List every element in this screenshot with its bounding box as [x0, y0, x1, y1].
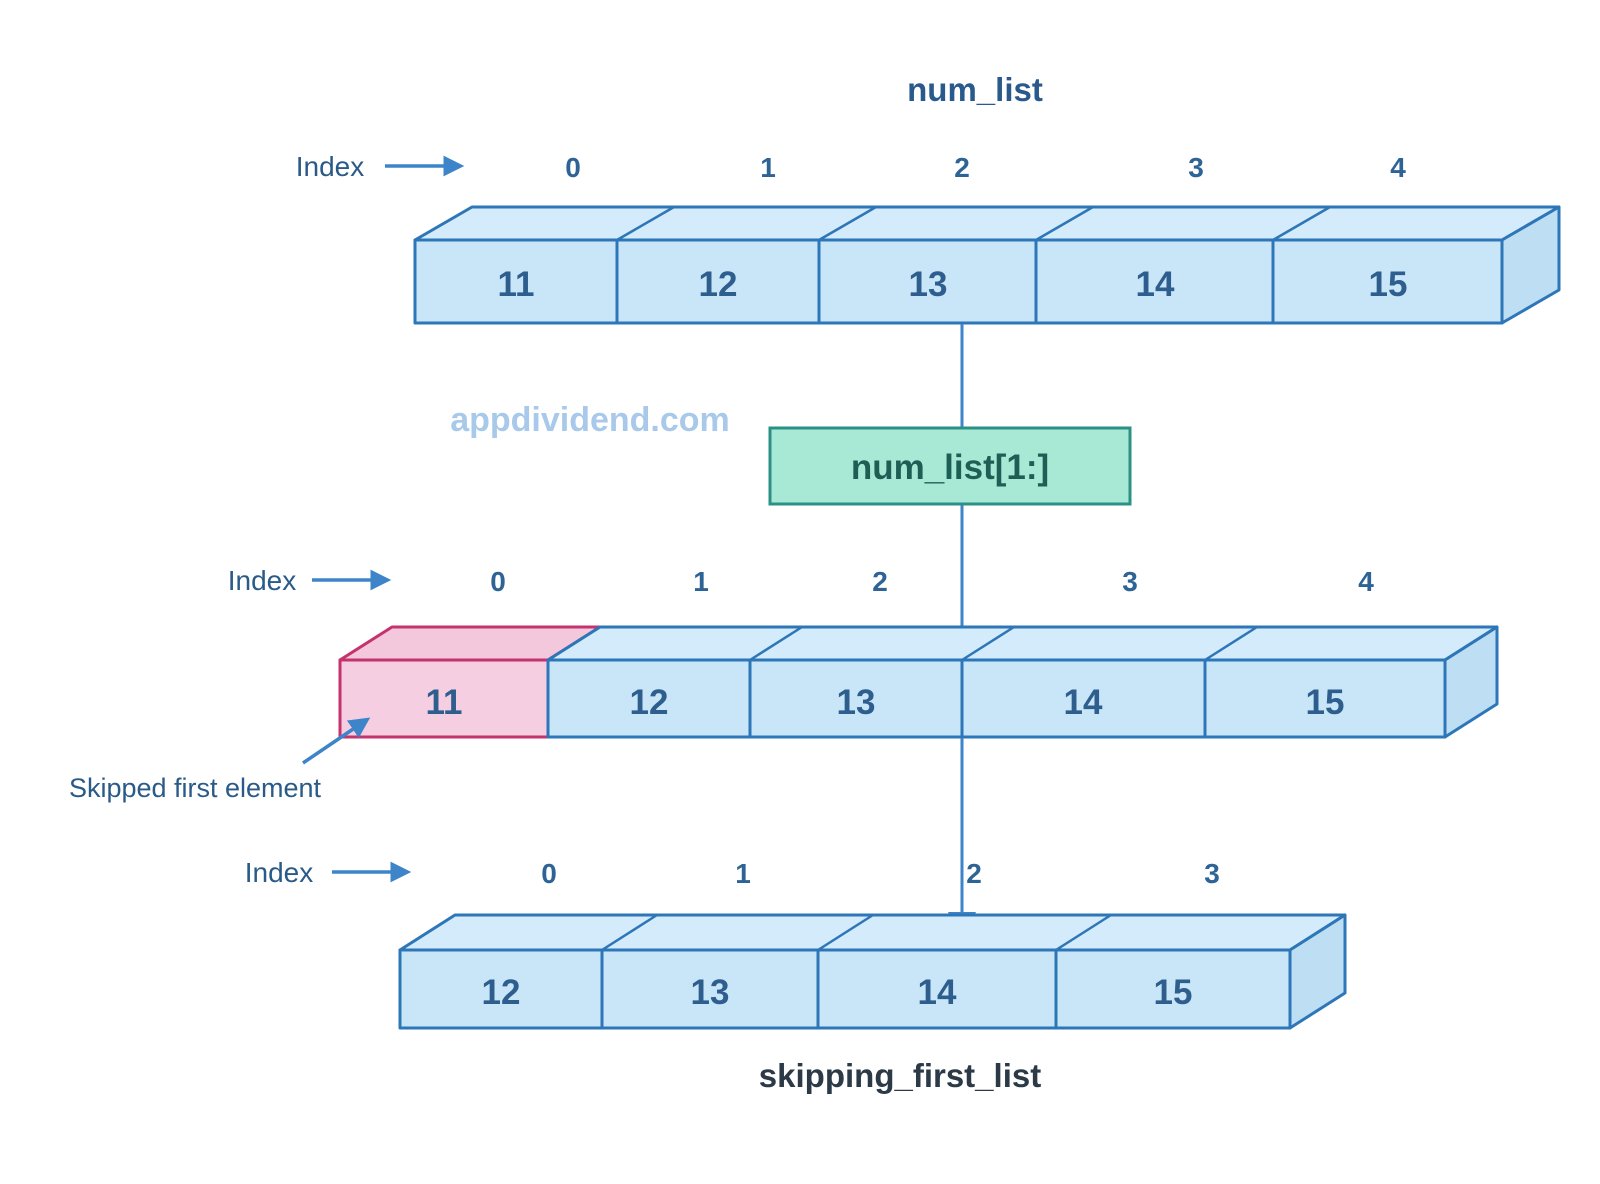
array-top-face: [398, 913, 1347, 952]
index-number: 1: [735, 858, 751, 889]
slice-operation-box: num_list[1:]: [768, 426, 1132, 506]
cell-dividers: [615, 240, 1275, 323]
index-number: 2: [966, 858, 982, 889]
array-front-face: [398, 948, 1292, 1030]
cell-top-diagonals: [601, 913, 1112, 952]
index-number: 3: [1188, 152, 1204, 183]
cell-value: 11: [426, 683, 463, 722]
top-array-section: num_list Index 0 1 2 3 4 11 12 13 14 15: [296, 71, 1561, 325]
skipped-annotation: Skipped first element: [69, 717, 371, 803]
middle-array-section: Index 0 1 2 3 4 11 12 13 14 15: [228, 565, 1499, 739]
cell-value: 15: [1369, 265, 1408, 304]
index-number: 3: [1122, 566, 1138, 597]
cell-value: 12: [630, 683, 669, 722]
cell-value: 14: [1064, 683, 1103, 722]
index-number: 4: [1390, 152, 1406, 183]
top-array-title: num_list: [907, 71, 1043, 108]
array-front-face: [546, 658, 1447, 739]
annotation-arrow: [302, 717, 371, 765]
index-number: 3: [1204, 858, 1220, 889]
array-top-face: [546, 625, 1499, 662]
skipped-cell-front-face: [338, 658, 550, 739]
index-label: Index: [228, 565, 297, 596]
bottom-array-title: skipping_first_list: [759, 1057, 1041, 1094]
index-number: 1: [693, 566, 709, 597]
cell-top-diagonals: [547, 625, 1258, 662]
index-number: 2: [954, 152, 970, 183]
cell-value: 14: [918, 973, 957, 1012]
index-number: 1: [760, 152, 776, 183]
index-label: Index: [245, 857, 314, 888]
cell-value: 12: [699, 265, 738, 304]
annotation-label: Skipped first element: [69, 773, 322, 803]
cell-value: 13: [837, 683, 876, 722]
bottom-array-section: Index 0 1 2 3 12 13 14 15 skipping_first…: [245, 857, 1347, 1094]
watermark: appdividend.com: [450, 401, 730, 439]
index-number: 0: [490, 566, 506, 597]
cell-value: 14: [1136, 265, 1175, 304]
index-number: 2: [872, 566, 888, 597]
cell-value: 13: [909, 265, 948, 304]
cell-value: 15: [1154, 973, 1193, 1012]
cell-dividers: [600, 950, 1058, 1028]
array-front-face: [413, 238, 1504, 325]
index-number: 4: [1358, 566, 1374, 597]
cell-top-diagonals: [616, 205, 1331, 242]
array-top-face: [413, 205, 1561, 242]
cell-value: 15: [1306, 683, 1345, 722]
slice-box: [768, 426, 1132, 506]
cell-value: 11: [498, 265, 535, 304]
index-number: 0: [541, 858, 557, 889]
slice-label: num_list[1:]: [851, 448, 1049, 487]
cell-value: 12: [482, 973, 521, 1012]
cell-dividers: [748, 660, 1207, 737]
index-label: Index: [296, 151, 365, 182]
index-number: 0: [565, 152, 581, 183]
cell-value: 13: [691, 973, 730, 1012]
